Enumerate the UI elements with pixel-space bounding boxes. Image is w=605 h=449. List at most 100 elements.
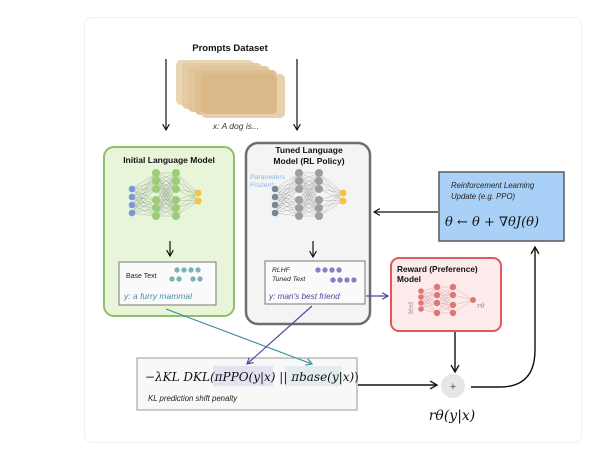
network-node bbox=[295, 169, 303, 177]
network-edge bbox=[274, 188, 300, 214]
reward-model-box bbox=[390, 257, 502, 332]
network-edge bbox=[131, 212, 157, 217]
token-dot bbox=[335, 266, 343, 274]
tuned-output-label-2: Tuned Text bbox=[272, 276, 306, 283]
tuned-model-title-1: Tuned Language bbox=[275, 145, 343, 155]
network-edge bbox=[420, 286, 438, 304]
network-edge bbox=[318, 172, 344, 194]
network-edge bbox=[175, 200, 199, 217]
network-edge bbox=[131, 188, 157, 201]
network-edge bbox=[155, 172, 177, 201]
network-edge bbox=[420, 286, 438, 310]
network-edge bbox=[436, 286, 454, 304]
network-edge bbox=[452, 294, 474, 301]
network-edge bbox=[155, 188, 177, 217]
network-node bbox=[271, 209, 279, 217]
network-edge bbox=[318, 192, 344, 217]
network-edge bbox=[175, 192, 199, 217]
initial-network-icon bbox=[128, 169, 202, 220]
network-edge bbox=[274, 199, 300, 206]
tuned-model-title-2: Model (RL Policy) bbox=[273, 156, 344, 166]
network-edge bbox=[274, 196, 300, 201]
network-node bbox=[295, 212, 303, 220]
token-dot bbox=[168, 275, 176, 283]
network-node bbox=[418, 306, 424, 312]
token-dot bbox=[196, 275, 204, 283]
network-edge bbox=[131, 207, 157, 214]
network-node bbox=[194, 197, 202, 205]
network-edge bbox=[274, 207, 300, 214]
kl-caption: KL prediction shift penalty bbox=[148, 394, 238, 403]
reward-input-label: text bbox=[406, 301, 415, 314]
base-text-tokens-icon bbox=[168, 266, 204, 283]
network-edge bbox=[452, 299, 474, 306]
network-node bbox=[152, 212, 160, 220]
network-node bbox=[172, 169, 180, 177]
network-edge bbox=[175, 192, 199, 209]
network-edge bbox=[274, 172, 300, 198]
frozen-note-2: Frozen* bbox=[250, 182, 274, 189]
network-node bbox=[295, 204, 303, 212]
kl-term-base: πbase(y|x) bbox=[290, 370, 354, 384]
network-edge bbox=[131, 180, 157, 214]
tuned-output-label-1: RLHF bbox=[272, 267, 291, 274]
network-node bbox=[449, 291, 457, 299]
network-node bbox=[315, 204, 323, 212]
kl-formula-suffix: ) bbox=[354, 370, 359, 384]
token-dot bbox=[194, 266, 202, 274]
reward-signal-label: rθ(y|x) bbox=[429, 408, 476, 424]
tuned-output-text: y: man's best friend bbox=[268, 292, 340, 301]
initial-output-label: Base Text bbox=[126, 273, 157, 280]
prompts-title: Prompts Dataset bbox=[192, 43, 268, 54]
network-node bbox=[449, 309, 457, 317]
token-dot bbox=[180, 266, 188, 274]
token-dot bbox=[328, 266, 336, 274]
token-dot bbox=[329, 276, 337, 284]
network-node bbox=[418, 300, 424, 306]
network-edge bbox=[420, 294, 438, 310]
network-node bbox=[128, 209, 136, 217]
network-node bbox=[152, 204, 160, 212]
network-edge bbox=[131, 199, 157, 214]
network-node bbox=[315, 196, 323, 204]
initial-language-model: Initial Language Model Base Text y: a fu… bbox=[103, 146, 235, 317]
initial-model-title: Initial Language Model bbox=[123, 155, 215, 165]
network-edge bbox=[318, 192, 344, 209]
network-edge bbox=[318, 200, 344, 217]
network-edge bbox=[274, 172, 300, 190]
sum-circle bbox=[441, 374, 465, 398]
network-edge bbox=[274, 212, 300, 217]
rl-update: Reinforcement Learning Update (e.g. PPO)… bbox=[438, 171, 565, 242]
network-node bbox=[418, 294, 424, 300]
network-edge bbox=[436, 294, 454, 314]
network-node bbox=[433, 291, 441, 299]
sum-node: + rθ(y|x) bbox=[429, 374, 476, 424]
initial-output-text: y: a furry mammal bbox=[123, 291, 193, 301]
network-edge bbox=[274, 172, 300, 206]
network-node bbox=[449, 283, 457, 291]
network-node bbox=[194, 189, 202, 197]
network-node bbox=[433, 309, 441, 317]
network-edge bbox=[436, 286, 454, 314]
network-edge bbox=[420, 296, 438, 314]
network-node bbox=[172, 185, 180, 193]
network-node bbox=[271, 185, 279, 193]
network-node bbox=[172, 212, 180, 220]
kl-term-ppo: πPPO(y|x) bbox=[214, 370, 276, 384]
network-edge bbox=[274, 199, 300, 214]
rl-update-box bbox=[438, 171, 565, 242]
rl-update-title-2: Update (e.g. PPO) bbox=[451, 192, 516, 201]
token-dot bbox=[343, 276, 351, 284]
network-node bbox=[470, 297, 476, 303]
network-node bbox=[172, 204, 180, 212]
network-edge bbox=[318, 188, 344, 202]
network-edge bbox=[298, 172, 320, 190]
network-node bbox=[152, 185, 160, 193]
network-edge bbox=[452, 286, 474, 301]
network-node bbox=[315, 212, 323, 220]
rl-update-formula: θ ← θ + ∇θJ(θ) bbox=[445, 215, 539, 230]
network-node bbox=[315, 185, 323, 193]
network-edge bbox=[436, 286, 454, 306]
network-node bbox=[295, 185, 303, 193]
network-edge bbox=[131, 172, 157, 214]
